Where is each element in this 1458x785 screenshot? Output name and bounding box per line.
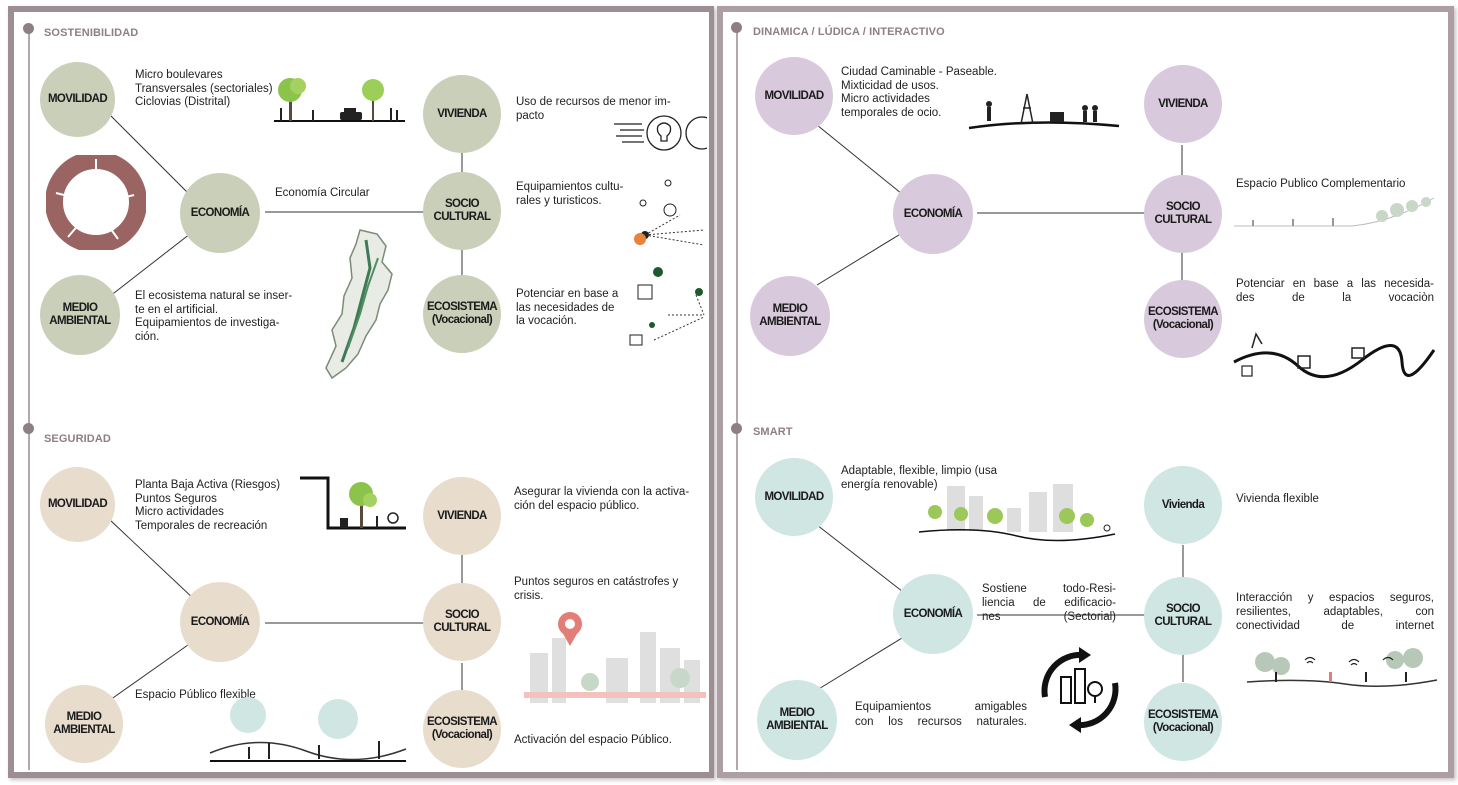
node-vivienda: VIVIENDA — [423, 75, 501, 153]
safety-pin-icon — [524, 612, 706, 703]
bulb-recycle-icon — [614, 115, 707, 151]
connector-lines — [104, 114, 463, 301]
complementary-space-icon — [1234, 197, 1435, 227]
text-socio-2: resilientes, adaptables, con — [1236, 606, 1434, 618]
text-ecosistema-1: Potenciar en base a las necesida- — [1236, 278, 1434, 290]
node-socio-cultural: SOCIO CULTURAL — [423, 583, 501, 661]
node-socio-cultural: SOCIO CULTURAL — [423, 172, 501, 250]
walkers-icon — [968, 93, 1120, 130]
node-ecosistema: ECOSISTEMA (Vocacional) — [423, 690, 501, 768]
text-movilidad: Ciudad Caminable - Paseable. Mixticidad … — [841, 66, 997, 119]
node-ecosistema: ECOSISTEMA (Vocacional) — [1144, 280, 1222, 358]
text-movilidad: Planta Baja Activa (Riesgos) Puntos Segu… — [135, 479, 281, 532]
text-economia: Economía Circular — [275, 187, 370, 199]
vocation-landscape-icon — [1233, 332, 1436, 379]
section-title: DINAMICA / LÚDICA / INTERACTIVO — [753, 26, 945, 38]
section-title: SOSTENIBILIDAD — [44, 27, 139, 39]
node-medio-ambiental: MEDIO AMBIENTAL — [750, 276, 830, 356]
text-economia-2: liencia de edificacio- — [982, 597, 1116, 609]
node-vivienda: VIVIENDA — [423, 477, 501, 555]
node-socio-cultural: SOCIO CULTURAL — [1144, 175, 1222, 253]
map-territory-icon — [325, 229, 393, 380]
node-ecosistema: ECOSISTEMA (Vocacional) — [423, 275, 501, 353]
section-bullet — [23, 423, 34, 434]
text-vivienda: Asegurar la vivienda con la activa- ción… — [514, 486, 690, 512]
node-vivienda: Vivienda — [1144, 466, 1222, 544]
section-title: SEGURIDAD — [44, 433, 111, 445]
node-economia: ECONOMÍA — [893, 574, 973, 654]
text-socio: Equipamientos cultu- rales y turisticos. — [516, 181, 624, 207]
node-economia: ECONOMÍA — [180, 582, 260, 662]
connector-lines — [816, 524, 1184, 691]
section-bullet — [731, 22, 742, 33]
text-ecosistema: Activación del espacio Público. — [514, 734, 672, 746]
section-dinamica: DINAMICA / LÚDICA / INTERACTIVO MOVILIDA… — [717, 0, 1458, 400]
street-trees-icon — [274, 78, 405, 122]
text-ecosistema-2: des de la vocaciòn — [1236, 292, 1434, 304]
timeline-line-left — [28, 30, 30, 770]
timeline-line-right — [736, 30, 738, 770]
network-points-icon — [629, 179, 705, 346]
section-smart: SMART MOVILIDAD ECONOMÍA MEDIO AMBIENTAL… — [717, 400, 1458, 785]
node-ecosistema: ECOSISTEMA (Vocacional) — [1144, 683, 1222, 761]
flexible-space-icon — [209, 697, 407, 762]
text-socio: Puntos seguros en catástrofes y crisis. — [514, 576, 679, 602]
right-panel — [717, 6, 1454, 778]
text-economia-1: Sostiene todo-Resi- — [982, 583, 1116, 595]
section-bullet — [23, 23, 34, 34]
text-socio-3: conectividad de internet — [1236, 620, 1434, 632]
node-movilidad: MOVILIDAD — [40, 62, 115, 137]
node-movilidad: MOVILIDAD — [40, 467, 115, 542]
text-ecosistema: Potenciar en base a las necesidades de l… — [516, 288, 619, 327]
text-vivienda: Vivienda flexible — [1236, 493, 1319, 505]
node-economia: ECONOMÍA — [893, 174, 973, 254]
node-movilidad: MOVILIDAD — [755, 57, 833, 135]
circular-economy-icon — [46, 155, 146, 250]
text-economia-3: nes (Sectorial) — [982, 611, 1116, 623]
urban-section-icon — [300, 476, 406, 530]
section-bullet — [731, 423, 742, 434]
node-economia: ECONOMÍA — [180, 173, 260, 253]
text-medio-1: Equipamientos amigables — [855, 701, 1027, 713]
cycle-city-icon — [1041, 647, 1119, 733]
left-panel — [8, 6, 714, 778]
wifi-landscape-icon — [1246, 648, 1438, 687]
node-vivienda: VIVIENDA — [1144, 65, 1222, 143]
section-seguridad: SEGURIDAD MOVILIDAD ECONOMÍA MEDIO AMBIE… — [0, 400, 714, 785]
section-title: SMART — [753, 426, 793, 438]
connector-lines — [109, 519, 463, 701]
text-medio-2: con los recursos naturales. — [855, 716, 1027, 728]
text-socio: Espacio Publico Complementario — [1236, 178, 1406, 190]
node-movilidad: MOVILIDAD — [755, 458, 833, 536]
connector-lines — [816, 124, 1183, 286]
text-medio: El ecosistema natural se inser- te en el… — [135, 290, 293, 343]
text-movilidad: Micro boulevares Transversales (sectoria… — [135, 69, 273, 108]
section-sostenibilidad: SOSTENIBILIDAD MOVILIDAD ECONOMÍA MEDIO … — [0, 0, 714, 400]
node-socio-cultural: SOCIO CULTURAL — [1144, 577, 1222, 655]
node-medio-ambiental: MEDIO AMBIENTAL — [757, 680, 837, 760]
node-medio-ambiental: MEDIO AMBIENTAL — [40, 275, 120, 355]
text-socio-1: Interacción y espacios seguros, — [1236, 592, 1434, 604]
node-medio-ambiental: MEDIO AMBIENTAL — [45, 685, 123, 763]
text-vivienda: Uso de recursos de menor im- pacto — [516, 96, 671, 122]
text-movilidad: Adaptable, flexible, limpio (usa energía… — [841, 465, 997, 491]
green-city-section-icon — [918, 484, 1116, 542]
